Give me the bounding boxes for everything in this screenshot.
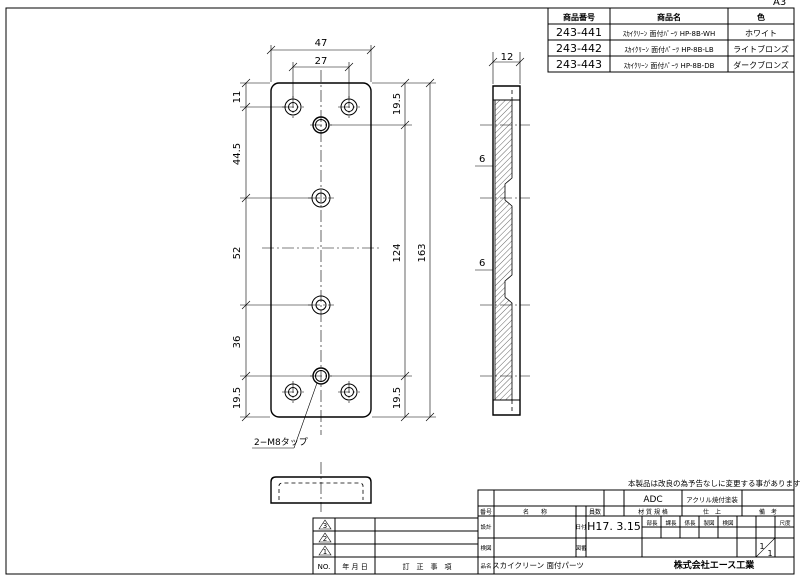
tb-head-name: 名 称 (523, 508, 547, 516)
tb-label-date: 日付 (575, 523, 587, 531)
tb-head-no: 番号 (480, 509, 492, 516)
dim-pitch-2: 52 (232, 247, 243, 260)
tb-head-qty: 員数 (589, 508, 601, 516)
title-block: 番号 名 称 員数 材 質 規 格 仕 上 備 考 ADC アクリル焼付塗装 設… (477, 489, 795, 575)
callout-tap: 2−M8タップ (254, 437, 308, 448)
revision-mark: 3 (323, 522, 327, 530)
revision-mark: 1 (323, 548, 327, 556)
tb-head-finish: 仕 上 (703, 508, 721, 516)
dim-pitch-1: 44.5 (232, 143, 243, 165)
revision-mark: 2 (323, 535, 327, 543)
parts-header-code: 商品番号 (563, 12, 595, 22)
sheet-size-label: A3 (773, 0, 787, 8)
parts-row-color: ホワイト (745, 29, 777, 38)
dim-pitch-3: 36 (232, 336, 243, 349)
tb-label-scale: 尺度 (779, 519, 791, 527)
revision-no-label: NO. (318, 563, 331, 571)
tb-head-material: 材 質 規 格 (638, 508, 668, 516)
parts-row-name: ｽｶｲｸﾘｰﾝ 面付ﾊﾟｰﾂ HP-8B-WH (623, 29, 716, 38)
parts-row-color: ダークブロンズ (733, 60, 789, 70)
tb-row-part: 品名 (480, 562, 491, 570)
tapped-hole (310, 367, 332, 385)
notice-text: 本製品は改良の為予告なしに変更する事があります。 (628, 478, 800, 488)
dim-thickness: 12 (501, 52, 514, 63)
dim-right-top: 19.5 (392, 93, 403, 115)
tb-row-design: 設計 (480, 523, 492, 531)
tb-part-name: スカイクリーン 面付パーツ (492, 560, 584, 570)
dim-inner-length: 124 (392, 243, 403, 262)
tb-head-remarks: 備 考 (759, 508, 777, 516)
mounting-hole (338, 381, 360, 403)
tb-role: 課長 (665, 519, 677, 527)
mounting-hole (338, 96, 360, 118)
parts-row-code: 243-441 (556, 26, 602, 39)
side-view: 12 6 6 (475, 52, 530, 416)
revision-block: 3 2 1 NO. 年 月 日 訂 正 事 項 (312, 517, 479, 575)
dim-bottom-offset: 19.5 (232, 387, 243, 409)
tb-date: H17. 3.15 (587, 520, 641, 533)
tb-role: 製図 (703, 519, 715, 527)
tb-finish: アクリル焼付塗装 (686, 495, 738, 504)
dim-top-offset: 11 (232, 91, 243, 104)
parts-row-name: ｽｶｲｸﾘｰﾝ 面付ﾊﾟｰﾂ HP-8B-LB (624, 45, 713, 54)
end-view (270, 462, 372, 512)
dim-width-overall: 47 (315, 38, 328, 49)
parts-row-name: ｽｶｲｸﾘｰﾝ 面付ﾊﾟｰﾂ HP-8B-DB (624, 61, 715, 70)
parts-row-code: 243-443 (556, 58, 602, 71)
tb-label-dwg: 図番 (575, 545, 587, 552)
dim-side-step-bottom: 6 (479, 258, 485, 269)
front-view: 11 44.5 52 36 19.5 47 27 (232, 38, 436, 449)
tb-material: ADC (643, 495, 662, 505)
tb-scale-num: 1 (759, 542, 764, 551)
parts-table: 商品番号 商品名 色 243-441 ｽｶｲｸﾘｰﾝ 面付ﾊﾟｰﾂ HP-8B-… (547, 7, 795, 73)
parts-header-color: 色 (757, 12, 765, 22)
mounting-hole (282, 381, 304, 403)
parts-row-color: ライトブロンズ (733, 44, 789, 54)
dim-hole-pitch: 27 (315, 56, 328, 67)
tb-scale-den: 1 (767, 549, 772, 558)
parts-row-code: 243-442 (556, 42, 602, 55)
dim-side-step-top: 6 (479, 154, 485, 165)
tb-row-check: 検図 (480, 544, 492, 552)
revision-desc-label: 訂 正 事 項 (403, 562, 452, 571)
tb-company: 株式会社エース工業 (674, 559, 756, 571)
tapped-hole (310, 116, 332, 134)
tb-role: 検図 (722, 519, 734, 527)
dim-right-bottom: 19.5 (392, 387, 403, 409)
revision-date-label: 年 月 日 (342, 562, 367, 571)
tb-role: 係長 (684, 519, 696, 527)
tb-role: 部長 (646, 519, 658, 527)
parts-header-name: 商品名 (657, 12, 681, 22)
dim-total-length: 163 (417, 243, 428, 262)
